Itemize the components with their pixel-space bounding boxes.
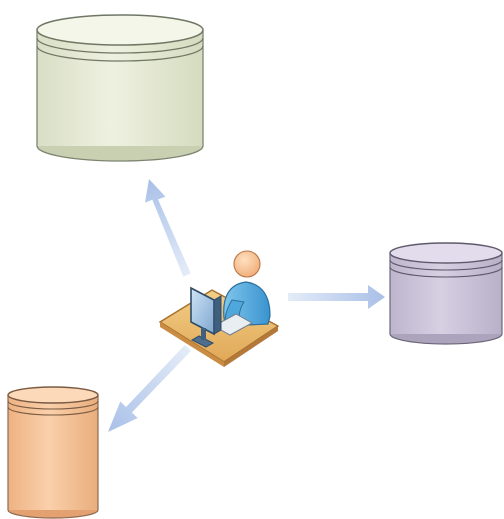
monitor-neck [201,328,206,340]
monitor-back [213,295,222,335]
desk-side-edge [224,326,278,367]
desk-front-edge [160,322,224,367]
database-bottom-left-icon [7,386,99,519]
arrow-to-right-database [288,285,385,309]
database-top-icon [36,14,204,162]
person-at-computer-workstation-icon [158,250,280,367]
person-head [233,250,261,278]
arrow-to-top-database [145,179,191,277]
database-right-icon [389,242,503,345]
arrow-to-bottom-left-database [108,344,192,432]
keyboard-shape [212,313,254,336]
monitor-stand [190,335,215,348]
